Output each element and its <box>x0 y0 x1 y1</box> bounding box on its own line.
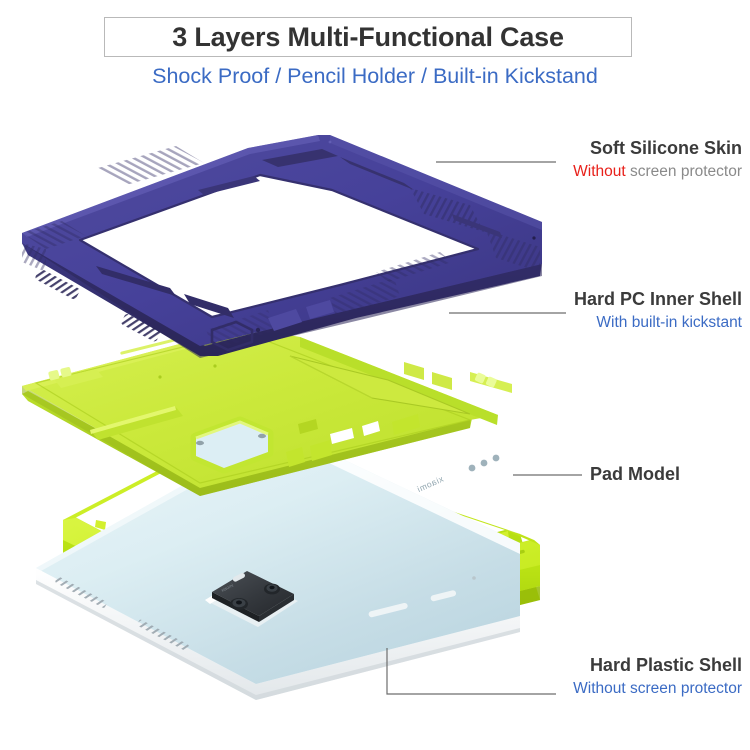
antenna-dots <box>468 454 500 472</box>
kickstand-panel <box>289 355 471 415</box>
callout-title-1: Soft Silicone Skin <box>589 138 742 158</box>
callout-sub-1-emphasis: Without <box>573 163 626 180</box>
page-subtitle: Shock Proof / Pencil Holder / Built-in K… <box>152 64 598 88</box>
page-title: 3 Layers Multi-Functional Case <box>172 21 564 52</box>
callout-sub-1: Without screen protector <box>573 163 742 181</box>
callout-sub-2: With built-in kickstant <box>596 314 742 331</box>
callout-pad-model: Pad Model <box>590 464 680 485</box>
callout-title-2: Hard PC Inner Shell <box>573 289 742 309</box>
layer-hard-pc-inner-shell <box>22 327 512 496</box>
callout-sub-1-rest: screen protector <box>625 163 742 180</box>
callout-title-3: Pad Model <box>590 464 681 484</box>
camera-cutout-ring <box>190 416 274 474</box>
brand-mark: xiaomi <box>415 474 445 495</box>
svg-text:xiaomi: xiaomi <box>220 583 234 593</box>
leader-line-4 <box>386 648 556 695</box>
camera-module: xiaomi <box>205 571 298 627</box>
anti-slip-ridges <box>22 146 540 350</box>
callout-hard-pc-inner-shell: Hard PC Inner Shell With built-in kickst… <box>574 289 742 332</box>
svg-text:xiaomi: xiaomi <box>415 474 445 495</box>
page-title-box: 3 Layers Multi-Functional Case <box>104 17 632 57</box>
layer-soft-silicone-skin <box>22 135 542 358</box>
callout-hard-plastic-shell: Hard Plastic Shell Without screen protec… <box>573 655 742 698</box>
leader-lines <box>386 161 582 695</box>
callout-sub-4: Without screen protector <box>573 680 742 697</box>
callout-soft-silicone-skin: Soft Silicone Skin Without screen protec… <box>573 138 742 181</box>
callout-title-4: Hard Plastic Shell <box>589 655 742 675</box>
